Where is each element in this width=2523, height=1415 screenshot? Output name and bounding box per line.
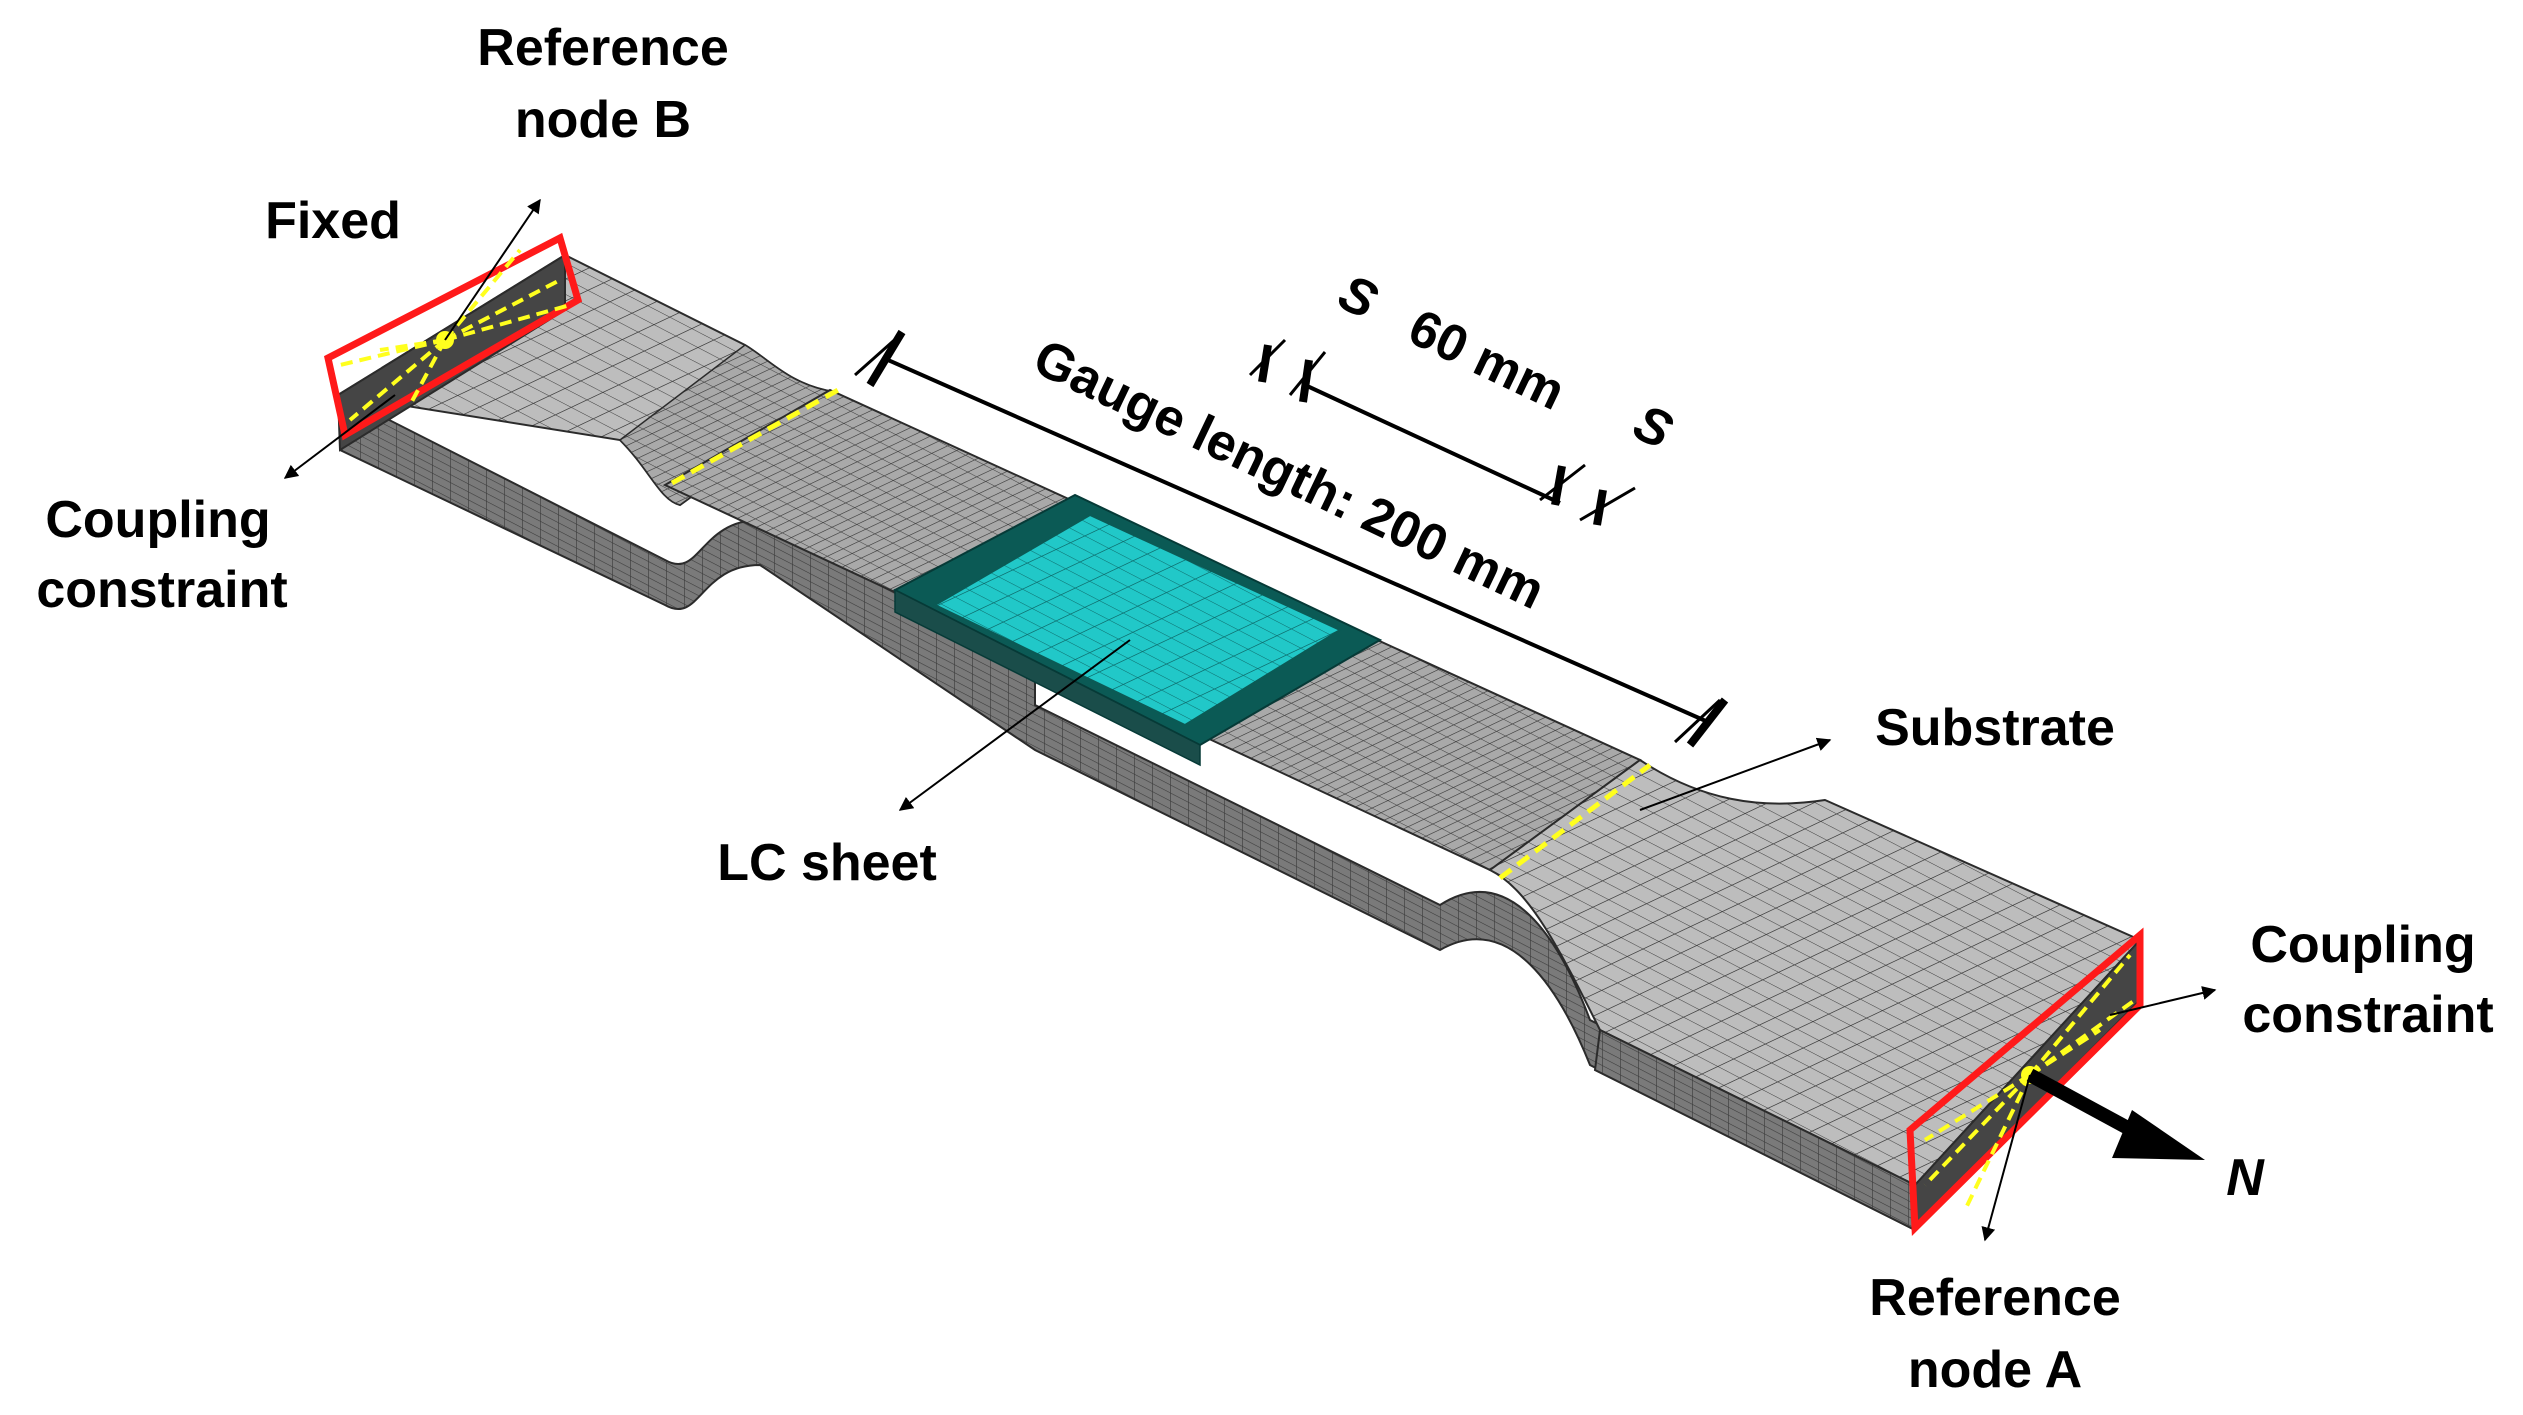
sheet-length-label: 60 mm bbox=[1400, 298, 1574, 421]
gauge-tick-right-extension bbox=[1673, 698, 1722, 744]
reference-node-b-label-line2: node B bbox=[515, 91, 691, 149]
gauge-tick-left bbox=[866, 329, 906, 388]
gauge-tick-right bbox=[1686, 697, 1729, 748]
left-gauge-boundary bbox=[670, 387, 840, 486]
sheet-tick-8 bbox=[1593, 489, 1607, 526]
coupling-constraint-left-line1: Coupling bbox=[45, 491, 270, 549]
sheet-tick-7 bbox=[1579, 486, 1636, 522]
gap-left-label: S bbox=[1330, 263, 1387, 330]
reference-node-b-arrow bbox=[444, 198, 541, 341]
sheet-tick-4 bbox=[1299, 359, 1313, 403]
reference-node-a-label-line2: node A bbox=[1908, 1341, 2082, 1399]
right-constraint-box bbox=[1906, 927, 2144, 1236]
right-coupling-lines bbox=[1923, 953, 2137, 1211]
lc-sheet bbox=[932, 513, 1343, 727]
sheet-tick-6 bbox=[1551, 465, 1566, 506]
gauge-tick-left-extension bbox=[854, 333, 901, 377]
coupling-right-arrow bbox=[2109, 986, 2217, 1016]
dimensions bbox=[854, 329, 1729, 748]
gauge-length-line bbox=[887, 358, 1709, 724]
reference-node-a-label-line1: Reference bbox=[1869, 1269, 2120, 1327]
reference-node-b-label-line1: Reference bbox=[477, 19, 728, 77]
sheet-length-line bbox=[1304, 383, 1561, 505]
load-arrow bbox=[2026, 1068, 2205, 1160]
lc-sheet-label: LC sheet bbox=[717, 834, 937, 892]
reference-node-a-arrow bbox=[1981, 1074, 2031, 1242]
right-gauge-boundary bbox=[1498, 763, 1652, 880]
right-constraint bbox=[1906, 927, 2144, 1236]
specimen bbox=[335, 253, 2142, 1232]
gap-right-label: S bbox=[1625, 393, 1682, 460]
leader-arrows bbox=[283, 198, 2217, 1242]
coupling-constraint-right-line2: constraint bbox=[2242, 986, 2493, 1044]
left-constraint bbox=[324, 232, 583, 441]
left-coupling-lines bbox=[339, 248, 571, 422]
coupling-constraint-right-line1: Coupling bbox=[2250, 916, 2475, 974]
coupling-constraint-left-line2: constraint bbox=[36, 561, 287, 619]
right-grip-top bbox=[1488, 758, 2142, 1187]
coupling-left-arrow bbox=[283, 394, 396, 479]
substrate-arrow bbox=[1639, 737, 1832, 811]
lc-sheet-side bbox=[894, 588, 1201, 767]
left-constraint-box bbox=[324, 232, 583, 441]
lc-sheet-arrow bbox=[898, 639, 1131, 811]
sheet-tick-2 bbox=[1258, 344, 1272, 383]
load-label: N bbox=[2226, 1149, 2265, 1207]
substrate-label: Substrate bbox=[1875, 699, 2115, 757]
fixed-label: Fixed bbox=[265, 192, 401, 250]
